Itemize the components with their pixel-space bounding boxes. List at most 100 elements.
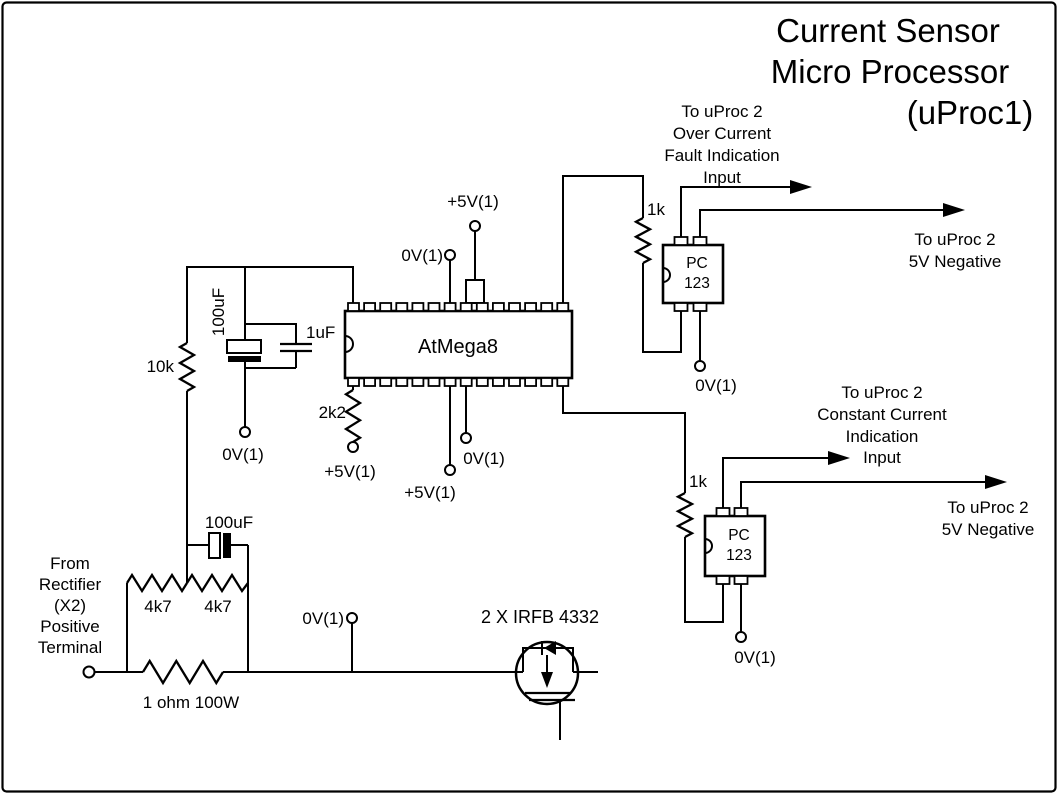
terminal-0v-mcu [460, 432, 472, 444]
cap-100uF-divider-label: 100uF [205, 513, 253, 532]
wire-1k-to-opto2 [684, 537, 724, 623]
pin [692, 236, 708, 246]
opto1-label-line2: 123 [684, 275, 710, 292]
resistor-1ohm-label: 1 ohm 100W [143, 693, 239, 712]
terminal-0v-top [444, 249, 456, 261]
wire-1k-to-opto1 [642, 263, 682, 353]
power-header-block [465, 279, 485, 304]
fault-line-3: Fault Indication [664, 146, 779, 165]
pin [475, 377, 489, 387]
constant-line-4: Input [863, 448, 901, 467]
fault-line-4: Input [703, 168, 741, 187]
pin [556, 377, 570, 387]
fault-line-1: To uProc 2 [681, 102, 762, 121]
opto1-section: 1k PC 123 0V(1) To uProc 2 Over Current … [633, 102, 1001, 395]
pin [556, 302, 570, 312]
arrow-5v-negative-2 [985, 475, 1007, 489]
cap-100uF-divider-plate-pos [208, 532, 221, 559]
wire-mcu-to-opto2 [562, 386, 686, 493]
cap-100uF-filter-plate-pos [226, 339, 262, 354]
opto1-notch [662, 267, 671, 283]
resistor-1k-opto2 [675, 491, 695, 539]
title-line-3: (uProc1) [907, 94, 1034, 131]
source-line-2: Rectifier [39, 575, 102, 594]
pin [395, 302, 409, 312]
neg2-line-1: To uProc 2 [947, 498, 1028, 517]
pin [491, 302, 505, 312]
resistor-10k-label: 10k [147, 357, 175, 376]
atmega8-pins-bottom [347, 377, 570, 387]
wire-5v-negative-1 [699, 209, 943, 237]
atmega8-body [343, 309, 574, 380]
pin [459, 377, 473, 387]
pin [395, 377, 409, 387]
terminal-0v-top-label: 0V(1) [401, 246, 443, 265]
constant-line-2: Constant Current [817, 405, 947, 424]
pin [733, 507, 749, 517]
wire-adc-node [186, 266, 354, 343]
terminal-0v-filter-label: 0V(1) [222, 445, 264, 464]
terminal-5v-mcu-label: +5V(1) [404, 483, 456, 502]
wire-fault-output [680, 186, 790, 237]
cap-100uF-filter-plate-neg [228, 356, 261, 362]
title-line-2: Micro Processor [771, 53, 1009, 90]
pin [443, 302, 457, 312]
cap-1uF-label: 1uF [306, 323, 335, 342]
arrow-5v-negative-1 [943, 203, 965, 217]
pin [715, 575, 731, 585]
cap-100uF-divider-plate-neg [223, 533, 231, 558]
shunt-section: From Rectifier (X2) Positive Terminal 1 … [38, 513, 523, 712]
pin [363, 377, 377, 387]
pin [347, 377, 360, 387]
resistor-2k2 [343, 389, 363, 443]
wire-1uF-bottom [245, 351, 297, 369]
resistor-10k [177, 342, 197, 392]
terminal-5v-mcu [444, 464, 456, 476]
pin [508, 377, 521, 387]
terminal-5v-top [469, 220, 481, 232]
pin [524, 302, 537, 312]
pin [427, 302, 441, 312]
neg1-line-1: To uProc 2 [914, 230, 995, 249]
cap-100uF-filter-label: 100uF [209, 288, 228, 336]
pin [733, 575, 749, 585]
mosfet-section: 2 X IRFB 4332 [481, 607, 599, 740]
resistor-2k2-label: 2k2 [319, 403, 346, 422]
pin [540, 302, 554, 312]
pin [715, 507, 731, 517]
source-line-3: (X2) [54, 596, 86, 615]
opto2-notch [704, 538, 713, 554]
resistor-4k7-left [126, 572, 188, 594]
opto1-label-line1: PC [686, 255, 708, 272]
pin [540, 377, 554, 387]
terminal-rectifier-input [82, 665, 96, 679]
constant-line-1: To uProc 2 [841, 383, 922, 402]
terminal-0v-mcu-label: 0V(1) [463, 449, 505, 468]
arrow-fault-output [790, 180, 812, 194]
atmega8-label: AtMega8 [418, 336, 498, 358]
pin [508, 302, 521, 312]
title-line-1: Current Sensor [776, 12, 1000, 49]
terminal-0v-opto2-label: 0V(1) [734, 648, 776, 667]
opto2-section: 1k PC 123 0V(1) To uProc 2 Constant Curr… [675, 383, 1035, 667]
opto1-body [661, 243, 725, 305]
pin [379, 377, 393, 387]
resistor-4k7-right-label: 4k7 [204, 597, 231, 616]
pin [524, 377, 537, 387]
source-line-4: Positive [40, 617, 100, 636]
wire-1uF-top [245, 323, 297, 344]
pin [475, 302, 489, 312]
opto2-body [703, 514, 767, 578]
source-line-5: Terminal [38, 638, 102, 657]
source-line-1: From [50, 554, 90, 573]
neg2-annotation: To uProc 2 5V Negative [942, 498, 1035, 539]
fault-annotation: To uProc 2 Over Current Fault Indication… [664, 102, 779, 187]
source-annotation: From Rectifier (X2) Positive Terminal [38, 554, 102, 657]
wire-constant-output [722, 457, 828, 508]
atmega8-notch [344, 335, 354, 353]
resistor-1k-opto1-label: 1k [647, 200, 665, 219]
terminal-5v-2k2-label: +5V(1) [324, 462, 376, 481]
constant-annotation: To uProc 2 Constant Current Indication I… [817, 383, 947, 467]
